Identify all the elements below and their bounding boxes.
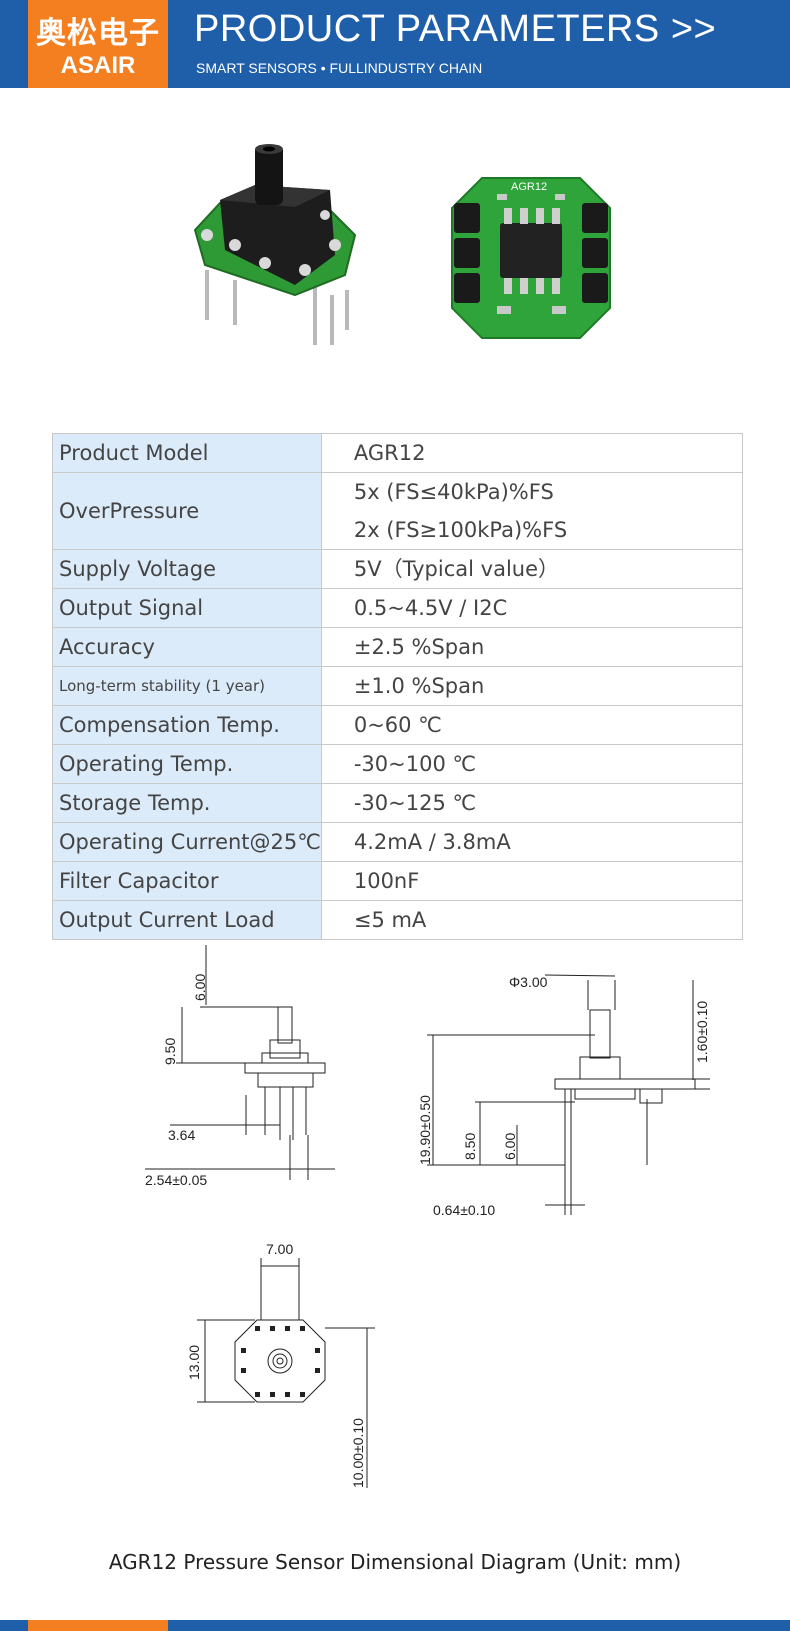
spec-param: OverPressure [52,472,322,550]
spec-value: ±1.0 %Span [320,666,744,706]
dim-pin: 6.00 [502,1133,518,1160]
spec-param: Accuracy [52,627,322,667]
spec-param: Output Signal [52,588,322,628]
diagram-caption: AGR12 Pressure Sensor Dimensional Diagra… [108,1550,682,1574]
spec-row: Operating Temp. -30~100 ℃ [52,744,744,784]
pcb-label: AGR12 [511,181,547,193]
spec-value-line: 5V（Typical value） [353,557,560,581]
spec-param: Operating Temp. [52,744,322,784]
brand-logo: 奥松电子 ASAIR [28,0,168,88]
spec-value: -30~100 ℃ [320,744,744,784]
spec-row: OverPressure 5x (FS≤40kPa)%FS 2x (FS≥100kP… [52,472,744,550]
spec-row: Compensation Temp. 0~60 ℃ [52,705,744,745]
page-title: PRODUCT PARAMETERS >> [194,8,717,50]
dim-width: 7.00 [266,1241,293,1257]
spec-row: Operating Current@25℃ 4.2mA / 3.8mA [52,822,744,862]
spec-value: ±2.5 %Span [320,627,744,667]
spec-value-line: 5x (FS≤40kPa)%FS [353,480,554,504]
spec-param: Supply Voltage [52,549,322,589]
spec-param: Filter Capacitor [52,861,322,901]
dim-height: 13.00 [186,1345,202,1380]
spec-value: 100nF [320,861,744,901]
spec-row: Supply Voltage 5V（Typical value） [52,549,744,589]
spec-value-line: -30~100 ℃ [353,752,477,776]
spec-value: -30~125 ℃ [320,783,744,823]
spec-value-line: ≤5 mA [353,908,427,932]
spec-row: Output Current Load ≤5 mA [52,900,744,940]
spec-value: 0.5~4.5V / I2C [320,588,744,628]
dim-board-thickness: 1.60±0.10 [694,1001,710,1063]
spec-value-line: 0~60 ℃ [353,713,442,737]
spec-value-line: 100nF [353,869,420,893]
logo-chinese-text: 奥松电子 [36,16,160,51]
spec-value-line: 0.5~4.5V / I2C [353,596,508,620]
spec-param: Compensation Temp. [52,705,322,745]
spec-row: Output Signal 0.5~4.5V / I2C [52,588,744,628]
top-view-drawing: 7.00 13.00 10.00±0.10 [175,1240,395,1500]
spec-value-line: ±1.0 %Span [353,674,485,698]
spec-param: Output Current Load [52,900,322,940]
spec-value: 5x (FS≤40kPa)%FS 2x (FS≥100kPa)%FS [320,472,744,550]
spec-param: Operating Current@25℃ [52,822,322,862]
spec-row: Product Model AGR12 [52,433,744,473]
spec-value-line: 4.2mA / 3.8mA [353,830,511,854]
dim-body: 8.50 [462,1133,478,1160]
logo-english-text: ASAIR [60,52,136,79]
dim-port-height: 6.00 [192,974,208,1001]
footer-accent [28,1620,168,1631]
dim-pad-span: 10.00±0.10 [350,1418,366,1488]
spec-row: Filter Capacitor 100nF [52,861,744,901]
spec-param: Storage Temp. [52,783,322,823]
spec-row: Storage Temp. -30~125 ℃ [52,783,744,823]
sensor-photo-pcb: AGR12 [451,177,611,339]
spec-value: 5V（Typical value） [320,549,744,589]
spec-value: 4.2mA / 3.8mA [320,822,744,862]
spec-value-line: ±2.5 %Span [353,635,485,659]
dim-pin-width: 0.64±0.10 [433,1202,495,1218]
spec-value-line: 2x (FS≥100kPa)%FS [353,518,568,542]
spec-param: Product Model [52,433,322,473]
spec-row: Accuracy ±2.5 %Span [52,627,744,667]
sensor-photo-side [193,144,370,370]
front-view-drawing: 6.00 9.50 3.64 2.54±0.05 [140,935,350,1200]
dim-total-height: 19.90±0.50 [417,1095,433,1165]
spec-param: Long-term stability (1 year) [52,666,322,706]
dim-pin-span: 3.64 [168,1127,195,1143]
header-band: 奥松电子 ASAIR PRODUCT PARAMETERS >> SMART S… [0,0,790,88]
dim-pin-pitch: 2.54±0.05 [145,1172,207,1188]
spec-value: 0~60 ℃ [320,705,744,745]
spec-row: Long-term stability (1 year) ±1.0 %Span [52,666,744,706]
side-view-drawing: Φ3.00 1.60±0.10 19.90±0.50 8.50 6.00 0.6… [417,974,725,1235]
footer-band [0,1620,790,1631]
spec-value-line: -30~125 ℃ [353,791,477,815]
dim-body-height: 9.50 [162,1038,178,1065]
spec-value: ≤5 mA [320,900,744,940]
dim-port-diameter: Φ3.00 [509,974,548,990]
page-subtitle: SMART SENSORS • FULLINDUSTRY CHAIN [196,60,483,76]
spec-value-line: AGR12 [353,441,426,465]
spec-value: AGR12 [320,433,744,473]
